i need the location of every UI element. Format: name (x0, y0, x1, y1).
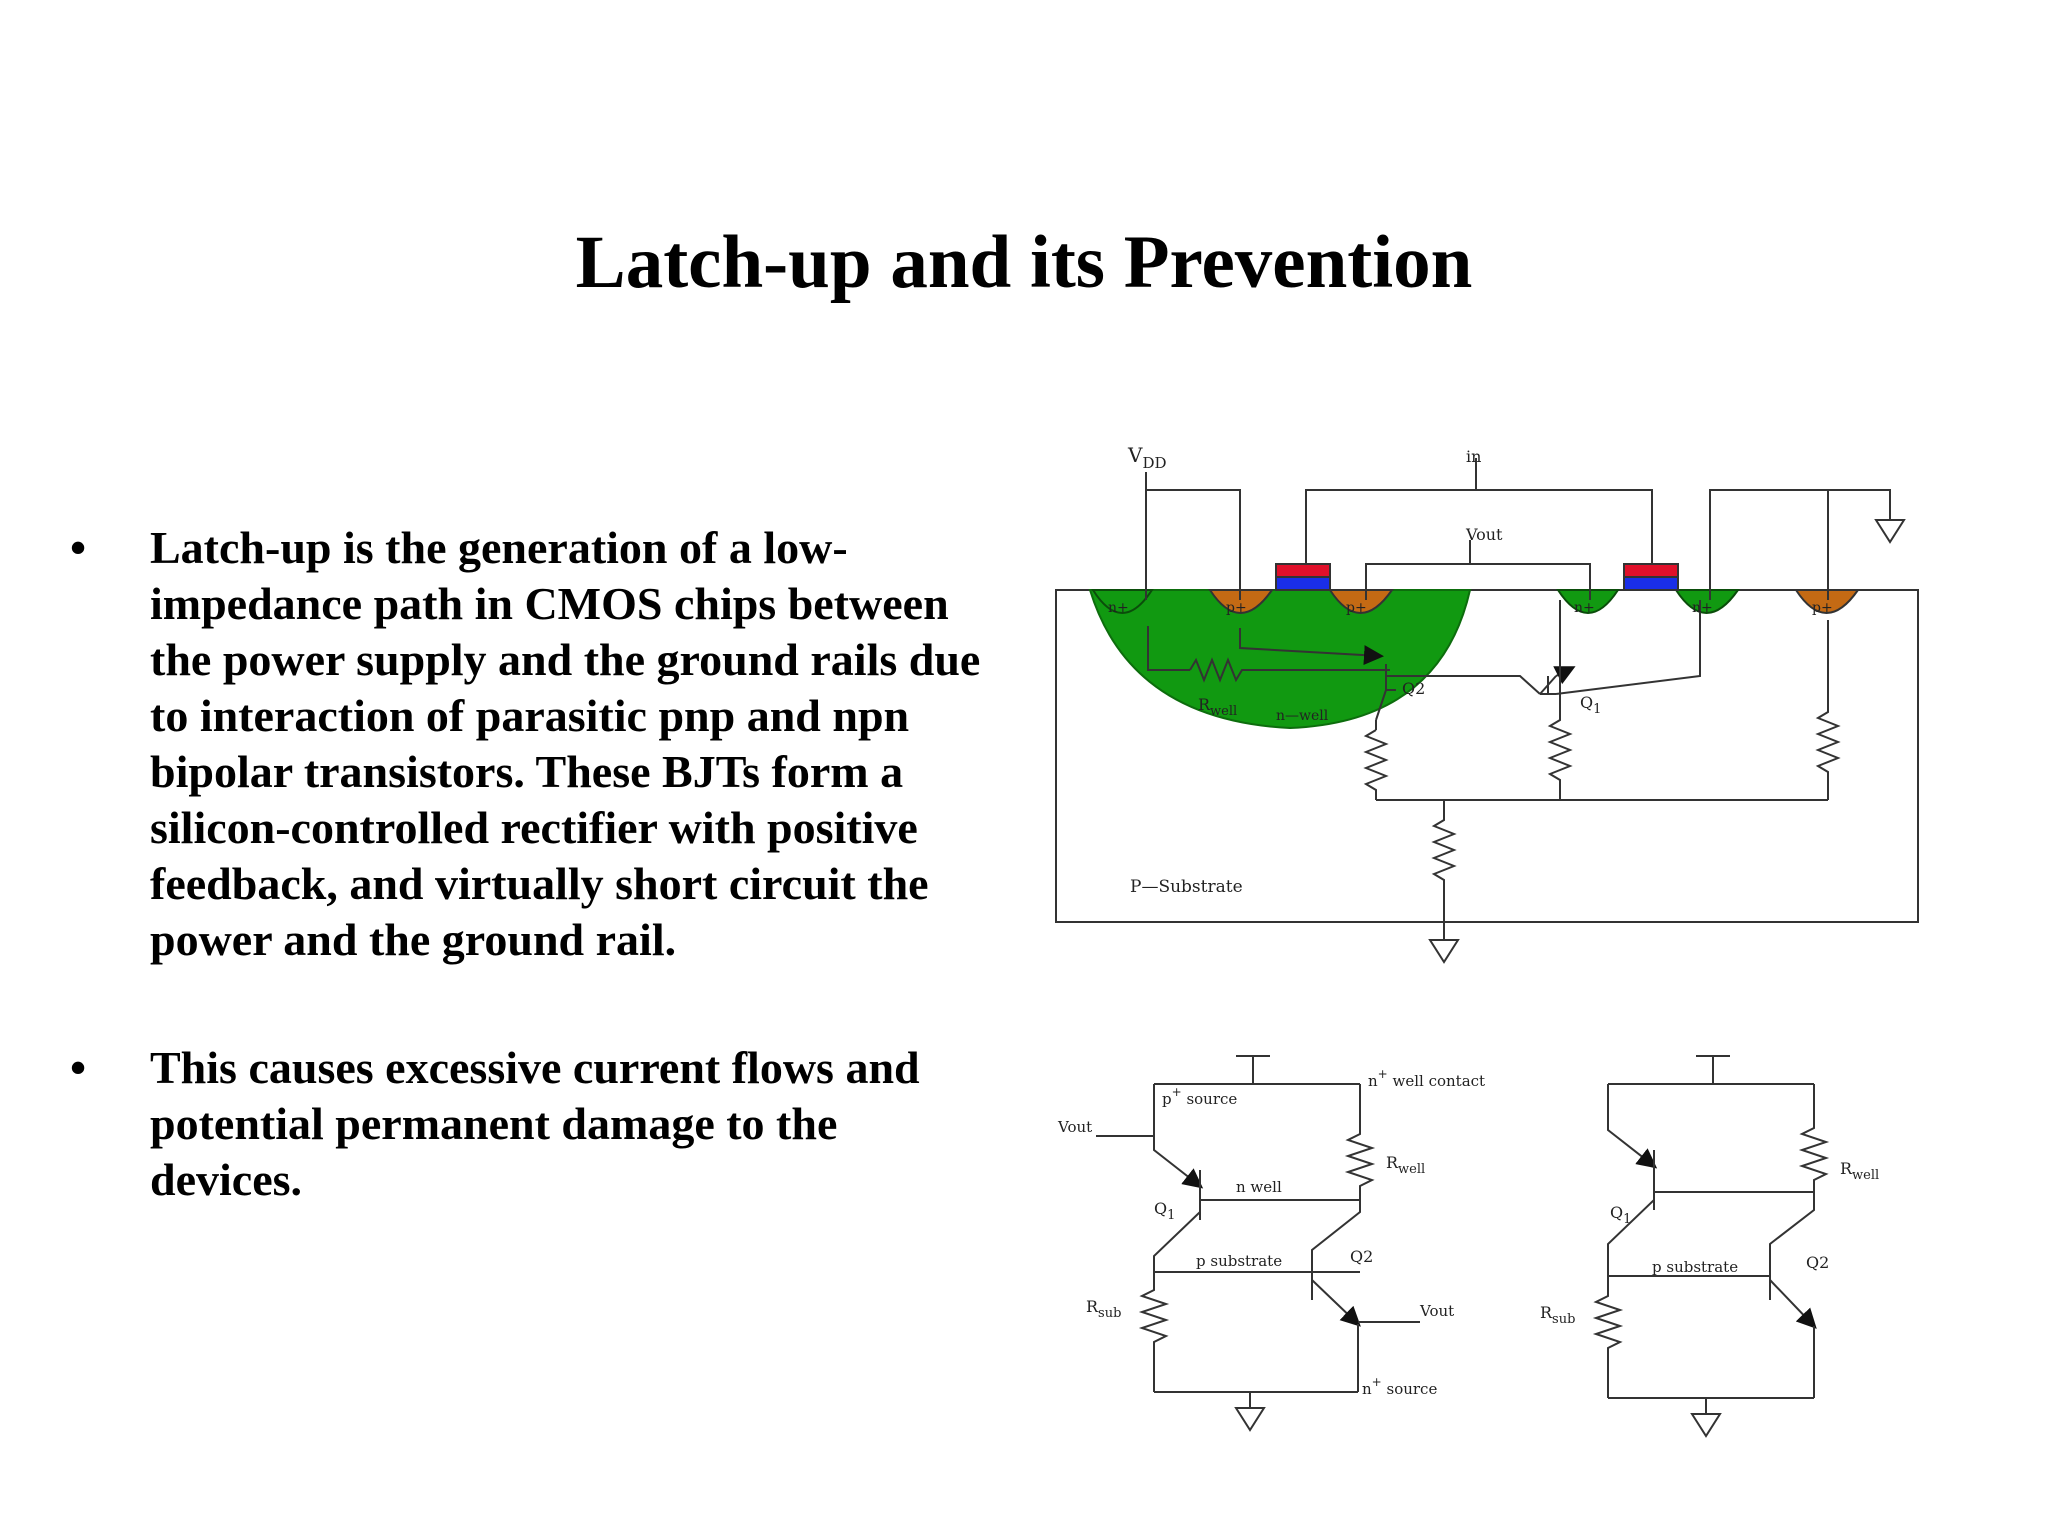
cmos-cross-section (1055, 458, 1919, 964)
latchup-circuit-right (1592, 1055, 1830, 1438)
p-substrate-label: p substrate (1652, 1258, 1738, 1276)
nplus-label: n+ (1692, 600, 1713, 616)
n-well-contact-label: n+ well contact (1368, 1067, 1485, 1090)
rsub-resistor (1138, 1272, 1170, 1392)
nplus-diffusion (1674, 589, 1740, 614)
q2-transistor (1375, 664, 1396, 721)
q2-label: Q2 (1806, 1253, 1829, 1272)
vout-label: Vout (1465, 525, 1503, 544)
in-label: in (1466, 447, 1481, 466)
gnd-wire (1709, 489, 1891, 600)
vdd-terminal-icon (1236, 1055, 1270, 1084)
bullet-dot-icon: • (70, 522, 87, 573)
q2-emitter (1769, 1279, 1817, 1329)
pplus-diffusion (1328, 589, 1394, 614)
bullet-dot-icon: • (70, 1042, 87, 1093)
rwell-resistor (1189, 657, 1390, 683)
q1-emitter-path (1607, 1084, 1658, 1169)
pmos-gate-oxide (1275, 576, 1331, 591)
q2-collector (1311, 1200, 1361, 1272)
nmos-gate-oxide (1623, 576, 1679, 591)
vout-wire (1365, 563, 1591, 600)
rsub-resistor (1592, 1276, 1624, 1398)
latchup-circuit-left (1096, 1055, 1420, 1432)
ground-icon (1874, 519, 1906, 544)
vout-right-label: Vout (1419, 1302, 1454, 1320)
n-well-label: n—well (1276, 708, 1329, 724)
vdd-label: VDD (1127, 443, 1167, 472)
q1-label: Q1 (1154, 1199, 1175, 1223)
bullet-list: • Latch-up is the generation of a low-im… (70, 520, 990, 1208)
q2-label: Q2 (1402, 679, 1425, 698)
ground-icon (1234, 1407, 1266, 1432)
bullet-text: This causes excessive current flows and … (150, 1042, 920, 1205)
ground-rail (1154, 1391, 1358, 1408)
substrate-box (1055, 589, 1919, 923)
q1-emitter-path (1153, 1084, 1204, 1189)
circuit-right-labels: Rwell Q1 p substrate Q2 Rsub (1540, 1159, 1879, 1327)
rwell-label: Rwell (1840, 1159, 1879, 1183)
nplus-label: n+ (1108, 600, 1129, 616)
p-source-label: p+ source (1162, 1085, 1237, 1108)
q2-emitter (1311, 1279, 1361, 1327)
cross-section-labels: VDD in Vout n+ p+ p+ n+ n+ p+ Rwell n—we… (1108, 443, 1833, 897)
substrate-label: P—Substrate (1130, 877, 1243, 897)
q1-collector (1607, 1199, 1655, 1276)
pplus-diffusion (1794, 589, 1860, 614)
vdd-wire (1145, 472, 1241, 600)
slide-title: Latch-up and its Prevention (575, 221, 1473, 304)
rsub-right-resistor (1815, 620, 1841, 800)
q2-label: Q2 (1350, 1247, 1373, 1266)
bullet-item: • This causes excessive current flows an… (70, 1040, 990, 1208)
nplus-label: n+ (1574, 600, 1595, 616)
n-well-label: n well (1236, 1178, 1282, 1196)
rsub-label: Rsub (1086, 1297, 1121, 1321)
pmos-gate-poly (1275, 563, 1331, 578)
vdd-terminal-icon (1696, 1055, 1730, 1084)
q1-label: Q1 (1610, 1203, 1631, 1227)
bullet-text: Latch-up is the generation of a low-impe… (150, 522, 981, 965)
pplus-label: p+ (1812, 600, 1833, 616)
ground-rail (1608, 1397, 1814, 1414)
q1-label: Q1 (1580, 693, 1601, 717)
input-wire (1305, 458, 1653, 564)
vout-left-label: Vout (1057, 1118, 1092, 1136)
q2-emitter-wire (1239, 628, 1384, 666)
rwell-wire (1147, 626, 1190, 671)
pplus-diffusion (1208, 589, 1274, 614)
rwell-label: Rwell (1198, 695, 1237, 719)
pplus-label: p+ (1226, 600, 1247, 616)
p-substrate-label: p substrate (1196, 1252, 1282, 1270)
rsub-label: Rsub (1540, 1303, 1575, 1327)
rwell-resistor (1344, 1084, 1376, 1200)
nmos-gate-poly (1623, 563, 1679, 578)
rwell-label: Rwell (1386, 1153, 1425, 1177)
q1-collector (1153, 1211, 1201, 1272)
pplus-label: p+ (1346, 600, 1367, 616)
rwell-resistor (1798, 1084, 1830, 1192)
rsub-left-resistor (1363, 729, 1389, 800)
ground-icon (1690, 1413, 1722, 1438)
q1-base (1540, 676, 1556, 695)
rsub-main-resistor (1431, 800, 1457, 940)
circuit-left-labels: p+ source n+ well contact Vout n well Rw… (1057, 1067, 1485, 1398)
ground-icon (1428, 939, 1460, 964)
nplus-diffusion (1091, 589, 1154, 614)
bullet-item: • Latch-up is the generation of a low-im… (70, 520, 990, 968)
n-source-label: n+ source (1362, 1375, 1437, 1398)
rsub-mid-resistor (1547, 694, 1573, 800)
n-well-region (1088, 589, 1472, 730)
q1-emitter (1553, 666, 1576, 685)
nplus-diffusion (1556, 589, 1620, 614)
